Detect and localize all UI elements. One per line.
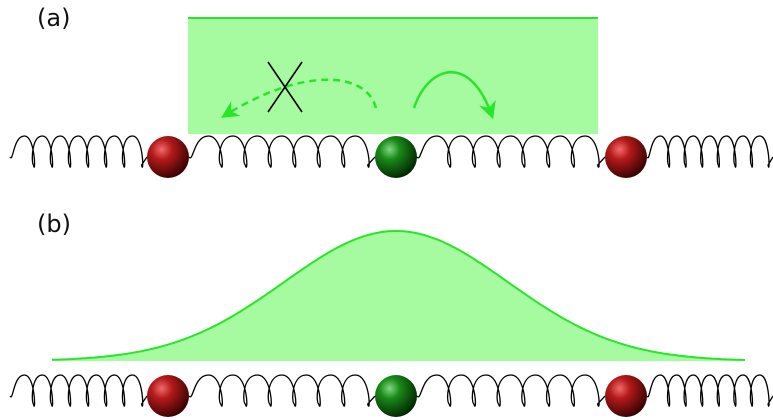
red-mass-right (605, 136, 647, 178)
spring-coil-1 (9, 135, 148, 168)
spring-coil-4 (646, 135, 773, 168)
spring-chain-a (9, 135, 773, 178)
red-mass-left (147, 136, 189, 178)
green-mass-center (375, 375, 417, 417)
panel-a (9, 17, 773, 178)
spring-coil-1 (9, 374, 148, 407)
blocked-hop-arrow (221, 78, 378, 118)
hopping-region (188, 18, 598, 134)
spring-coil-3 (416, 374, 606, 407)
spring-coil-4 (646, 374, 773, 407)
allowed-hop-arrow (412, 71, 496, 120)
red-mass-left (147, 375, 189, 417)
spring-coil-2 (188, 374, 376, 407)
x-cross-icon (267, 61, 303, 113)
red-mass-right (605, 375, 647, 417)
panel-b (9, 230, 773, 417)
gaussian-envelope (52, 231, 745, 361)
spring-coil-2 (188, 135, 376, 168)
green-mass-center (375, 136, 417, 178)
panel-a-label: (a) (37, 4, 71, 32)
panel-b-label: (b) (37, 210, 71, 238)
gaussian-envelope-edge (51, 230, 746, 361)
spring-chain-b (9, 374, 773, 417)
spring-coil-3 (416, 135, 606, 168)
